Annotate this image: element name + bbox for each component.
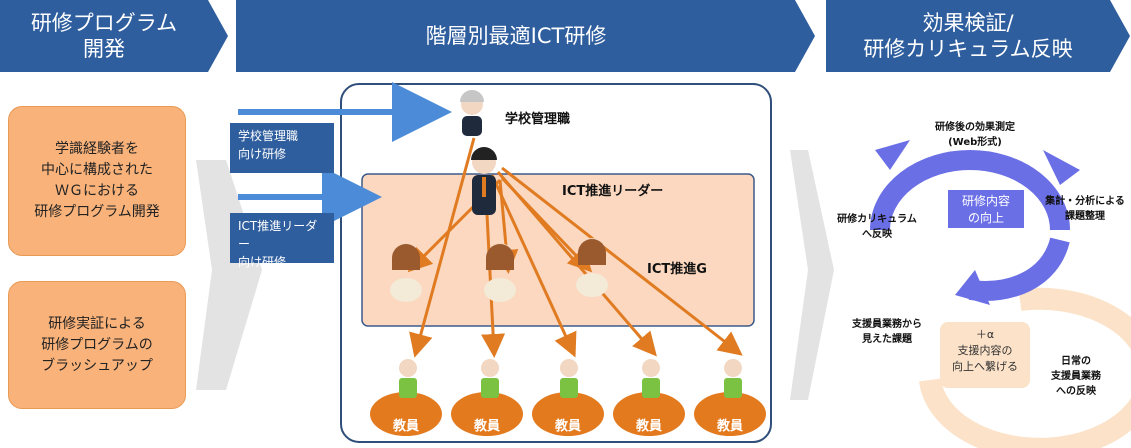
teacher-label-4: 教員 <box>635 419 662 434</box>
cycle-bottom-right: 日常の 支援員業務 への反映 <box>1051 356 1101 397</box>
leader-training-label: ICT推進リーダー 向け研修 <box>230 213 334 269</box>
teacher-label-3: 教員 <box>554 419 581 434</box>
header-arrow-right <box>826 0 1130 72</box>
header-right-label: 効果検証/ 研修カリキュラム反映 <box>863 11 1073 61</box>
cycle-top-label: 研修後の効果測定 (Web形式) <box>935 122 1015 148</box>
cycle-diagram <box>870 140 1131 448</box>
left-box-development: 学識経験者を 中心に構成された ＷＧにおける 研修プログラム開発 <box>8 106 186 256</box>
header-middle-label: 階層別最適ICT研修 <box>425 24 607 48</box>
flow-chevron-right <box>790 150 834 400</box>
left-box-brushup: 研修実証による 研修プログラムの ブラッシュアップ <box>8 281 186 409</box>
admin-role-label: 学校管理職 <box>505 112 571 127</box>
leader-region <box>361 173 755 327</box>
admin-training-label: 学校管理職 向け研修 <box>230 123 334 173</box>
teacher-label-1: 教員 <box>392 419 419 434</box>
teacher-label-5: 教員 <box>716 419 743 434</box>
header-arrow-middle <box>236 0 815 72</box>
teacher-label-2: 教員 <box>473 419 500 434</box>
header-left-label: 研修プログラム 開発 <box>30 11 178 61</box>
leader-person <box>471 147 497 215</box>
cycle-left-label: 研修カリキュラム へ反映 <box>837 214 917 240</box>
flow-chevron-left <box>196 160 262 390</box>
admin-person <box>460 90 484 136</box>
cycle-bottom-left: 支援員業務から 見えた課題 <box>852 319 922 345</box>
header-arrow-left <box>0 0 228 72</box>
teacher-disks <box>370 392 766 436</box>
leader-role-label: ICT推進リーダー <box>562 184 664 199</box>
teacher-persons <box>399 359 742 398</box>
cycle-center-top: 研修内容 の向上 <box>948 190 1024 228</box>
cycle-right-label: 集計・分析による 課題整理 <box>1045 196 1125 222</box>
cycle-center-bottom: ＋α 支援内容の 向上へ繋げる <box>952 328 1018 373</box>
group-persons <box>390 238 608 302</box>
group-role-label: ICT推進G <box>647 262 707 277</box>
